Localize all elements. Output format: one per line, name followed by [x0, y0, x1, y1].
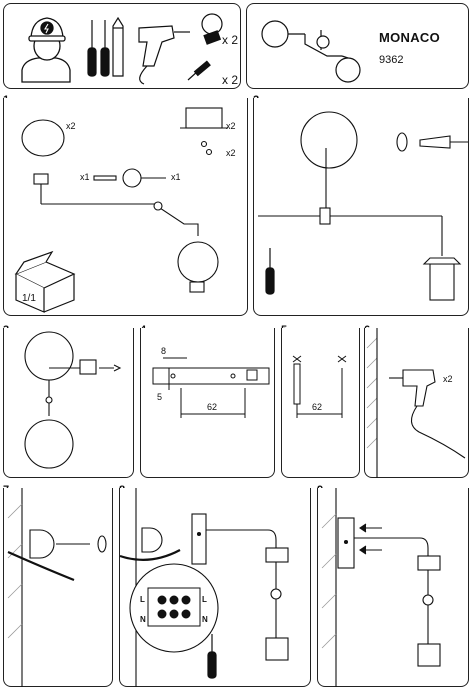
- pencil-icon: [112, 16, 124, 77]
- bracket-qty: x2: [226, 121, 236, 131]
- step-8-panel: L L N N: [119, 488, 311, 687]
- step-1-illustration: x2 x2 x2 x1 x1 1/1: [14, 107, 236, 313]
- screw-qty-step1: x2: [226, 148, 236, 158]
- bulb-icon: [201, 13, 223, 45]
- package-box-icon: [14, 250, 76, 313]
- product-code: 9362: [379, 54, 404, 66]
- fixture-qty: x1: [171, 172, 181, 182]
- step-2-illustration: [258, 111, 468, 301]
- drill-qty: x2: [443, 374, 453, 384]
- terminal-block: [147, 587, 201, 627]
- worker-icon: [21, 17, 71, 83]
- screw-anchor-icon: [187, 60, 211, 81]
- dim-top: 8: [161, 346, 166, 356]
- product-illustration: [261, 20, 361, 83]
- step-5-illustration: 62: [292, 355, 347, 418]
- terminal-N-right: N: [202, 615, 208, 624]
- box-label: 1/1: [22, 293, 36, 304]
- terminal-L-right: L: [202, 595, 207, 604]
- anchor-qty: x1: [80, 172, 90, 182]
- step-2-panel: [253, 98, 469, 316]
- tools-panel: x 2 x 2: [3, 3, 241, 89]
- screw-qty: x 2: [222, 73, 238, 87]
- product-name: MONACO: [379, 30, 441, 45]
- screwdriver-icon: [265, 248, 275, 295]
- step-8-illustration: L L N N: [119, 488, 289, 687]
- globe-qty: x2: [66, 121, 76, 131]
- dim-width-step5: 62: [312, 402, 322, 412]
- screwdriver-icon: [87, 20, 110, 77]
- step-4-panel: 8 5 62: [140, 328, 275, 478]
- rotate-arrow-icon: [396, 132, 408, 152]
- step-6-illustration: x2: [366, 328, 466, 478]
- screwdriver-icon: [207, 634, 217, 679]
- step-3-panel: [3, 328, 134, 478]
- dim-width: 62: [207, 402, 217, 412]
- step-7-panel: [3, 488, 113, 687]
- terminal-N-left: N: [140, 615, 146, 624]
- step-5-panel: 62: [281, 328, 360, 478]
- step-6-panel: x2: [364, 328, 469, 478]
- step-4-illustration: 8 5 62: [152, 346, 270, 418]
- bulb-qty: x 2: [222, 33, 238, 47]
- step-1-panel: x2 x2 x2 x1 x1 1/1: [3, 98, 248, 316]
- drill-icon: [389, 369, 466, 459]
- drill-icon: [138, 25, 190, 85]
- step-9-panel: [317, 488, 469, 687]
- step-9-illustration: [321, 488, 441, 687]
- tools-illustration: x 2 x 2: [21, 13, 238, 87]
- product-panel: MONACO 9362: [246, 3, 469, 89]
- terminal-L-left: L: [140, 595, 145, 604]
- step-3-illustration: [24, 331, 122, 469]
- step-7-illustration: [7, 488, 107, 687]
- dim-side: 5: [157, 392, 162, 402]
